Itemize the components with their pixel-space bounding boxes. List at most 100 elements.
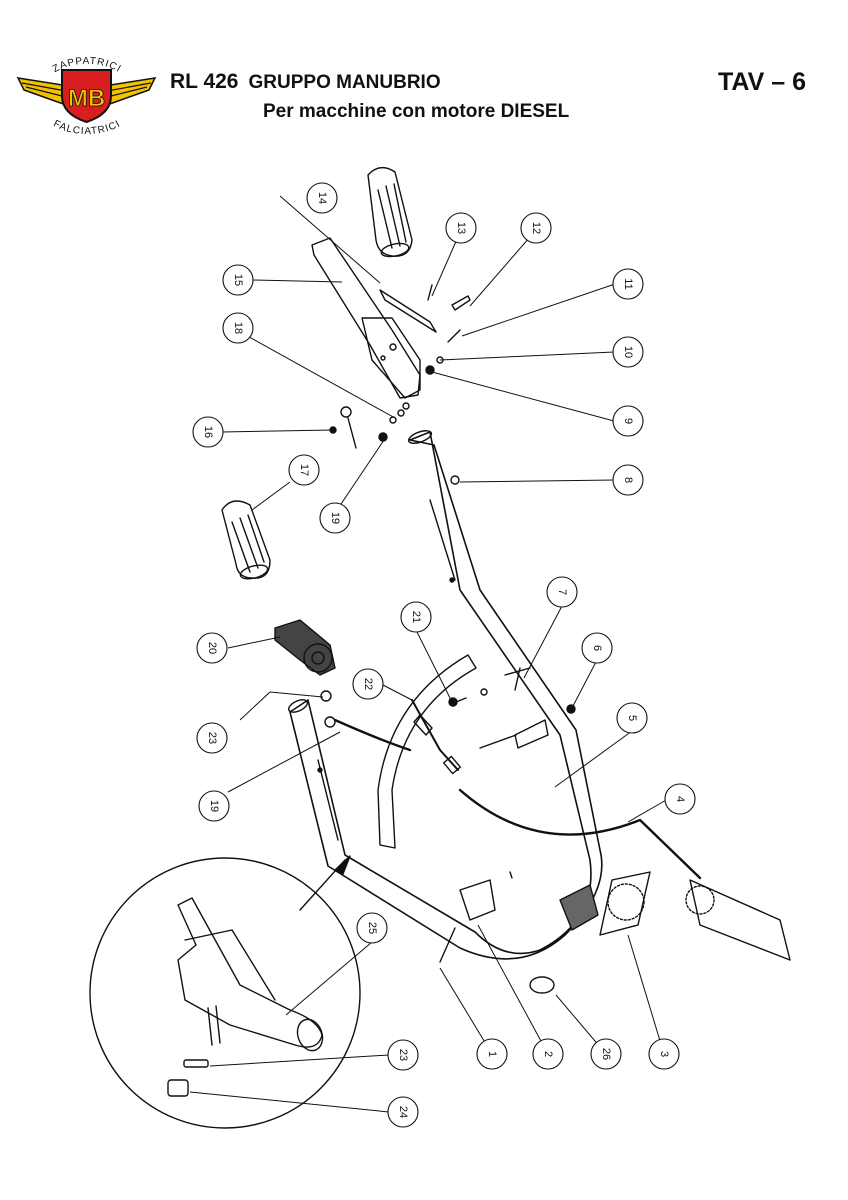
callout-circle — [581, 632, 613, 664]
callout-number: 21 — [410, 611, 422, 623]
callout-number: 17 — [298, 464, 310, 476]
upper-handle — [311, 237, 437, 399]
callout-number: 15 — [232, 274, 244, 286]
callout-circle — [612, 336, 644, 368]
callout-number: 22 — [362, 678, 374, 690]
callout-10: 10 — [612, 336, 644, 368]
callout-number: 23 — [397, 1049, 409, 1061]
callout-25: 25 — [356, 912, 388, 944]
callout-19a: 19 — [319, 502, 351, 534]
callout-number: 24 — [397, 1106, 409, 1118]
callout-8: 8 — [612, 464, 644, 496]
callout-17: 17 — [288, 454, 320, 486]
callout-4: 4 — [664, 783, 696, 815]
callout-number: 16 — [202, 426, 214, 438]
callout-number: 1 — [486, 1051, 498, 1057]
callout-3: 3 — [648, 1038, 680, 1070]
callout-number: 20 — [206, 642, 218, 654]
mb-logo: MB ZAPPATRICI FALCIATRICI — [16, 56, 157, 137]
callout-circle — [612, 405, 644, 437]
callout-circle — [196, 722, 228, 754]
callout-circle — [319, 502, 351, 534]
callout-1: 1 — [476, 1038, 508, 1070]
callout-circle — [546, 576, 578, 608]
callout-circle — [612, 464, 644, 496]
callout-circle — [222, 312, 254, 344]
lever-assembly — [274, 619, 336, 728]
model-code: RL 426 — [170, 70, 239, 93]
callout-23a: 23 — [196, 722, 228, 754]
callout-12: 12 — [520, 212, 552, 244]
callout-circle — [445, 212, 477, 244]
callout-circle — [476, 1038, 508, 1070]
callout-14: 14 — [306, 182, 338, 214]
hardware-small-parts — [329, 284, 488, 736]
callout-2: 2 — [532, 1038, 564, 1070]
callout-16: 16 — [192, 416, 224, 448]
page-title: RL 426 GRUPPO MANUBRIO — [170, 70, 441, 94]
callout-9: 9 — [612, 405, 644, 437]
logo-center-text: MB — [68, 85, 105, 112]
base-adjuster — [439, 871, 791, 994]
callout-circle — [192, 416, 224, 448]
callout-number: 25 — [366, 922, 378, 934]
callout-circle — [400, 601, 432, 633]
callout-number: 5 — [626, 715, 638, 721]
callout-number: 19 — [208, 800, 220, 812]
callout-number: 23 — [206, 732, 218, 744]
callout-26: 26 — [590, 1038, 622, 1070]
page-subtitle: Per macchine con motore DIESEL — [263, 101, 570, 122]
callout-18: 18 — [222, 312, 254, 344]
callout-number: 12 — [530, 222, 542, 234]
callout-number: 8 — [622, 477, 634, 483]
callout-circle — [306, 182, 338, 214]
callout-number: 19 — [329, 512, 341, 524]
callout-6: 6 — [581, 632, 613, 664]
callout-circle — [288, 454, 320, 486]
throttle-cable — [333, 699, 702, 880]
callout-circle — [352, 668, 384, 700]
callout-19b: 19 — [198, 790, 230, 822]
callout-7: 7 — [546, 576, 578, 608]
callout-number: 4 — [674, 796, 686, 802]
detail-view — [89, 855, 361, 1129]
grip-lower — [221, 500, 271, 580]
callout-circle — [664, 783, 696, 815]
callout-5: 5 — [616, 702, 648, 734]
callout-24: 24 — [387, 1096, 419, 1128]
callout-circle — [532, 1038, 564, 1070]
callout-number: 10 — [622, 346, 634, 358]
callout-20: 20 — [196, 632, 228, 664]
callout-23b: 23 — [387, 1039, 419, 1071]
callout-circle — [196, 632, 228, 664]
callout-22: 22 — [352, 668, 384, 700]
logo-shield — [61, 69, 112, 124]
lever-bar — [377, 654, 477, 849]
callout-11: 11 — [612, 268, 644, 300]
callout-number: 2 — [542, 1051, 554, 1057]
callout-number: 26 — [600, 1048, 612, 1060]
callout-circle — [616, 702, 648, 734]
callout-number: 13 — [455, 222, 467, 234]
tube-clamp — [448, 667, 576, 749]
group-name: GRUPPO MANUBRIO — [248, 72, 441, 93]
callout-circle — [387, 1039, 419, 1071]
table-number: TAV – 6 — [718, 68, 806, 96]
callout-circle — [648, 1038, 680, 1070]
callout-number: 7 — [556, 589, 568, 595]
callout-circle — [356, 912, 388, 944]
callout-number: 9 — [622, 418, 634, 424]
callout-number: 18 — [232, 322, 244, 334]
callout-number: 11 — [622, 278, 634, 289]
callout-number: 14 — [316, 192, 328, 204]
grip-upper — [367, 167, 413, 258]
callout-number: 3 — [658, 1051, 670, 1057]
callout-number: 6 — [591, 645, 603, 651]
callout-13: 13 — [445, 212, 477, 244]
callout-circle — [590, 1038, 622, 1070]
callout-circle — [520, 212, 552, 244]
callout-21: 21 — [400, 601, 432, 633]
callout-circle — [198, 790, 230, 822]
